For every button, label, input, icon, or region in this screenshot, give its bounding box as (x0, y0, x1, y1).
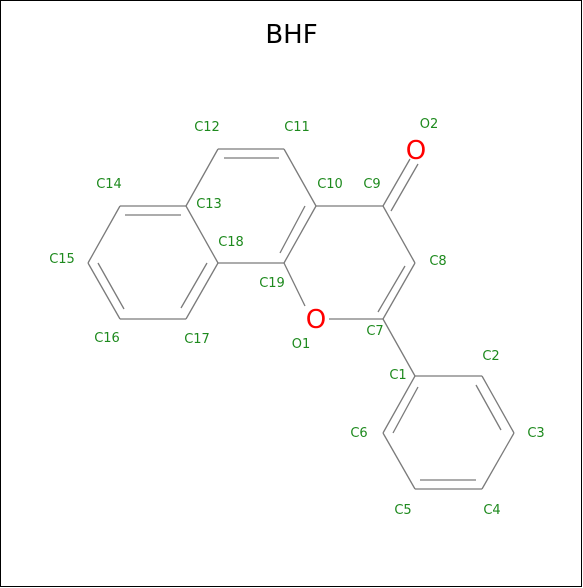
bond-c13-c18 (185, 205, 219, 264)
bond-c6-c1 (382, 375, 416, 434)
bond-c18-c17 (185, 262, 219, 320)
bond-c16-c15 (87, 262, 121, 320)
bond-c10-c19-inner (279, 205, 306, 254)
oxygen-o2-symbol: O (406, 136, 426, 166)
bond-c2-c3-inner (475, 384, 502, 431)
atom-label-c19: C19 (259, 276, 285, 291)
molecule-title: BHF (265, 20, 318, 50)
bond-c9-c8 (382, 205, 416, 264)
atom-label-c15: C15 (49, 252, 75, 267)
bond-c8-c7-inner (377, 265, 406, 313)
atom-label-c5: C5 (394, 503, 411, 518)
bond-c10-c19 (283, 205, 317, 264)
bonds (87, 148, 515, 490)
atom-label-c17: C17 (184, 332, 210, 347)
atom-label-c12: C12 (194, 120, 220, 135)
bond-c8-c7 (382, 262, 416, 320)
atom-label-c2: C2 (482, 349, 499, 364)
atom-label-c11: C11 (284, 120, 310, 135)
atom-label-c18: C18 (218, 235, 244, 250)
atom-label-c13: C13 (196, 197, 222, 212)
atom-label-c4: C4 (483, 503, 500, 518)
atom-label-c1: C1 (389, 368, 406, 383)
atom-label-c3: C3 (527, 426, 544, 441)
atom-label-o2: O2 (420, 117, 439, 132)
bond-c9-o2-a (382, 158, 411, 207)
bond-c7-c1 (382, 318, 416, 377)
bond-c15-c14 (87, 205, 121, 264)
atom-label-c16: C16 (94, 331, 120, 346)
bond-c5-c6 (382, 432, 416, 490)
bond-o1-c19 (283, 262, 306, 307)
atom-label-c9: C9 (363, 177, 380, 192)
oxygen-o1-symbol: O (306, 305, 326, 335)
atom-label-c14: C14 (96, 177, 122, 192)
atom-label-c6: C6 (350, 426, 367, 441)
bond-c13-c12 (185, 148, 219, 207)
bond-c6-c1-inner (392, 386, 419, 434)
bond-c18-c17-inner (180, 262, 208, 309)
bond-c9-o2-b (390, 163, 419, 212)
bond-c2-c3 (481, 375, 515, 434)
atom-label-c8: C8 (429, 254, 446, 269)
atom-label-o1: O1 (292, 337, 311, 352)
bond-c3-c4 (481, 432, 515, 490)
bond-c11-c10 (283, 148, 317, 207)
atom-label-c7: C7 (366, 324, 383, 339)
atom-label-c10: C10 (317, 177, 343, 192)
bond-c15-c16-inner (97, 262, 125, 310)
